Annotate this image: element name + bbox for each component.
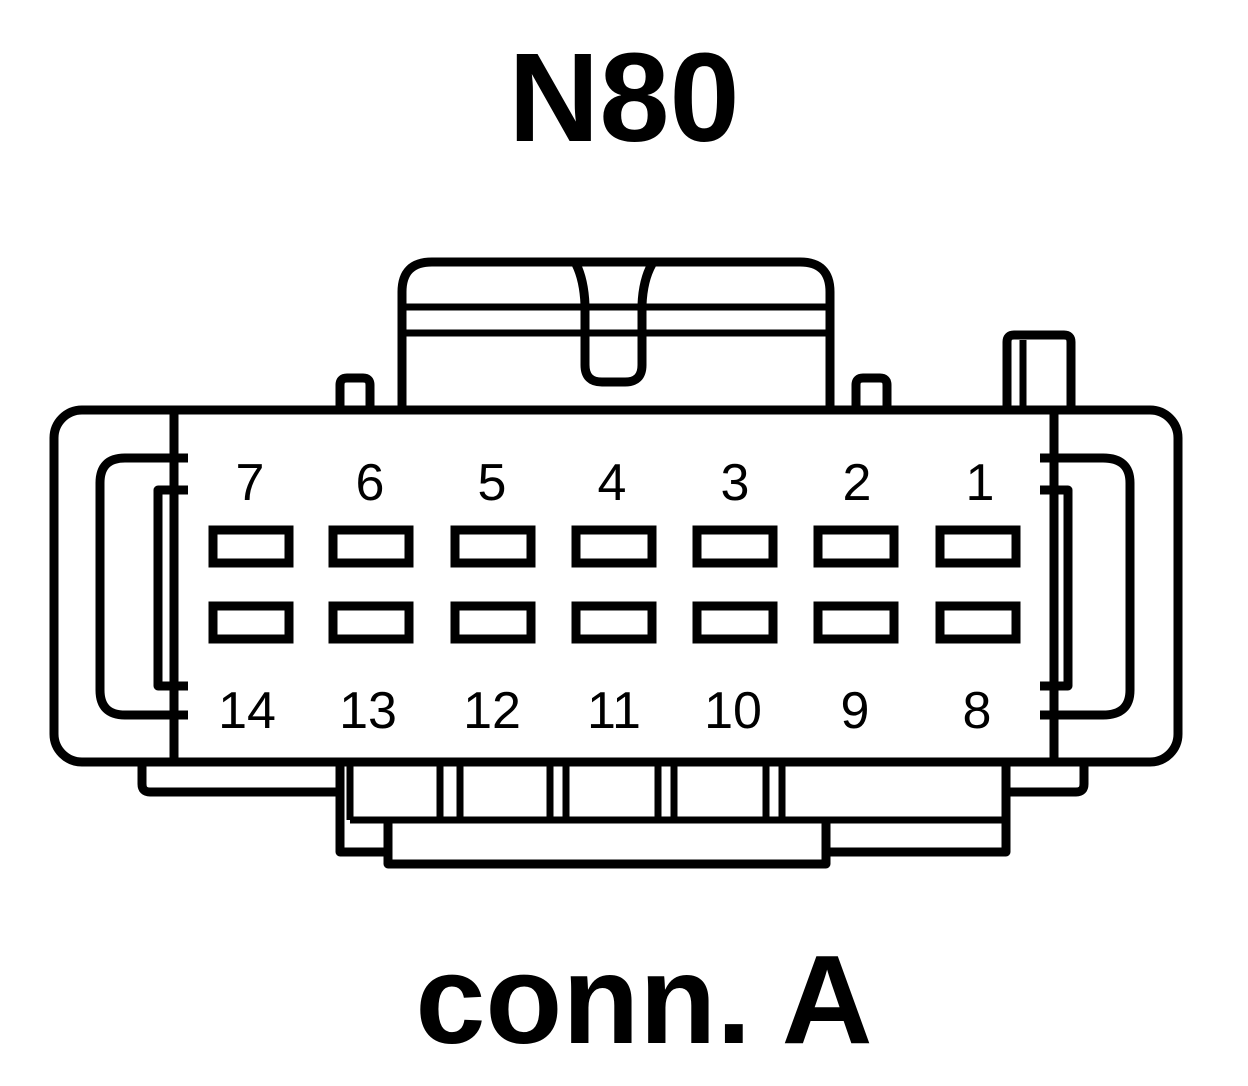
pin-label-13: 13 — [339, 682, 397, 740]
top-tabs — [335, 330, 1076, 410]
connector-body — [49, 405, 1183, 767]
bottom-pin-row — [208, 601, 1021, 644]
top-pin-labels: 7 6 5 4 3 2 1 — [236, 454, 995, 512]
pin-cavity-3 — [692, 525, 778, 568]
pin-cavity-11 — [571, 601, 657, 644]
pin-cavity-8 — [935, 601, 1021, 644]
pin-cavity-5 — [450, 525, 536, 568]
bottom-pin-labels: 14 13 12 11 10 9 8 — [218, 682, 991, 740]
pin-cavity-6 — [328, 525, 414, 568]
pin-label-6: 6 — [356, 454, 385, 512]
connector-title: N80 — [508, 27, 740, 168]
top-pin-row — [208, 525, 1021, 568]
pin-label-2: 2 — [843, 454, 872, 512]
pin-label-5: 5 — [478, 454, 507, 512]
pin-cavity-9 — [813, 601, 899, 644]
pin-label-3: 3 — [721, 454, 750, 512]
pin-label-10: 10 — [704, 682, 762, 740]
pin-label-14: 14 — [218, 682, 276, 740]
left-clip — [95, 453, 188, 720]
pin-label-4: 4 — [598, 454, 627, 512]
top-latch — [397, 257, 835, 410]
connector-subtitle: conn. A — [415, 929, 873, 1070]
pin-cavity-10 — [692, 601, 778, 644]
bottom-housing — [137, 764, 1089, 869]
right-clip — [1040, 453, 1135, 720]
pin-cavity-14 — [208, 601, 294, 644]
pin-label-12: 12 — [463, 682, 521, 740]
pin-label-9: 9 — [841, 682, 870, 740]
pin-cavity-2 — [813, 525, 899, 568]
pin-cavity-12 — [450, 601, 536, 644]
pin-label-8: 8 — [963, 682, 992, 740]
pin-cavity-4 — [571, 525, 657, 568]
pin-cavity-7 — [208, 525, 294, 568]
pin-label-11: 11 — [587, 682, 641, 740]
pin-cavity-13 — [328, 601, 414, 644]
pin-cavity-1 — [935, 525, 1021, 568]
pin-label-1: 1 — [966, 454, 995, 512]
pin-label-7: 7 — [236, 454, 265, 512]
